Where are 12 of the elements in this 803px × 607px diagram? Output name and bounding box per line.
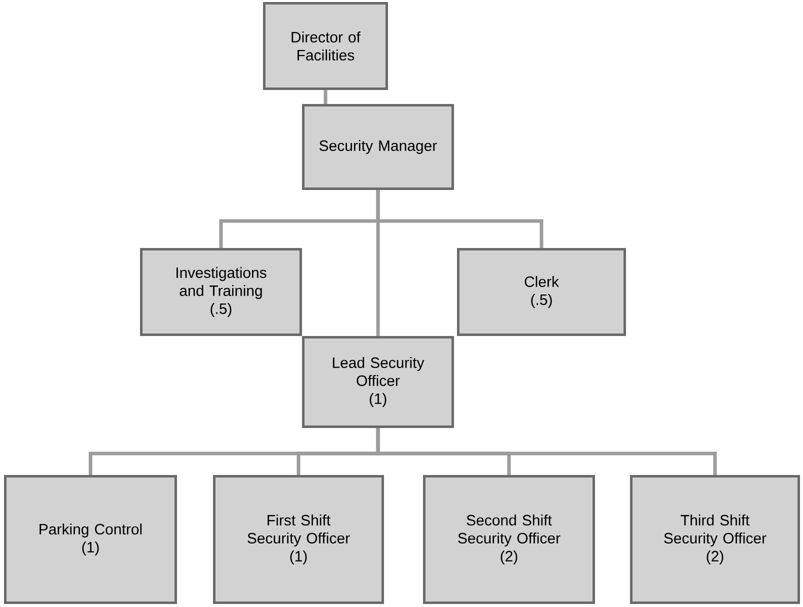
position-box: Clerk (.5)	[457, 248, 626, 336]
position-box: Second Shift Security Officer (2)	[423, 475, 595, 604]
position-box: Third Shift Security Officer (2)	[630, 475, 800, 604]
connector-line	[324, 90, 328, 104]
position-box: Lead Security Officer (1)	[302, 336, 454, 428]
position-box: Director of Facilities	[263, 2, 388, 90]
position-box: Parking Control (1)	[4, 475, 177, 604]
position-box: First Shift Security Officer (1)	[213, 475, 384, 604]
position-box: Investigations and Training (.5)	[140, 248, 302, 336]
position-box: Security Manager	[302, 104, 454, 190]
connector-line	[376, 428, 717, 475]
connector-line	[376, 190, 380, 336]
